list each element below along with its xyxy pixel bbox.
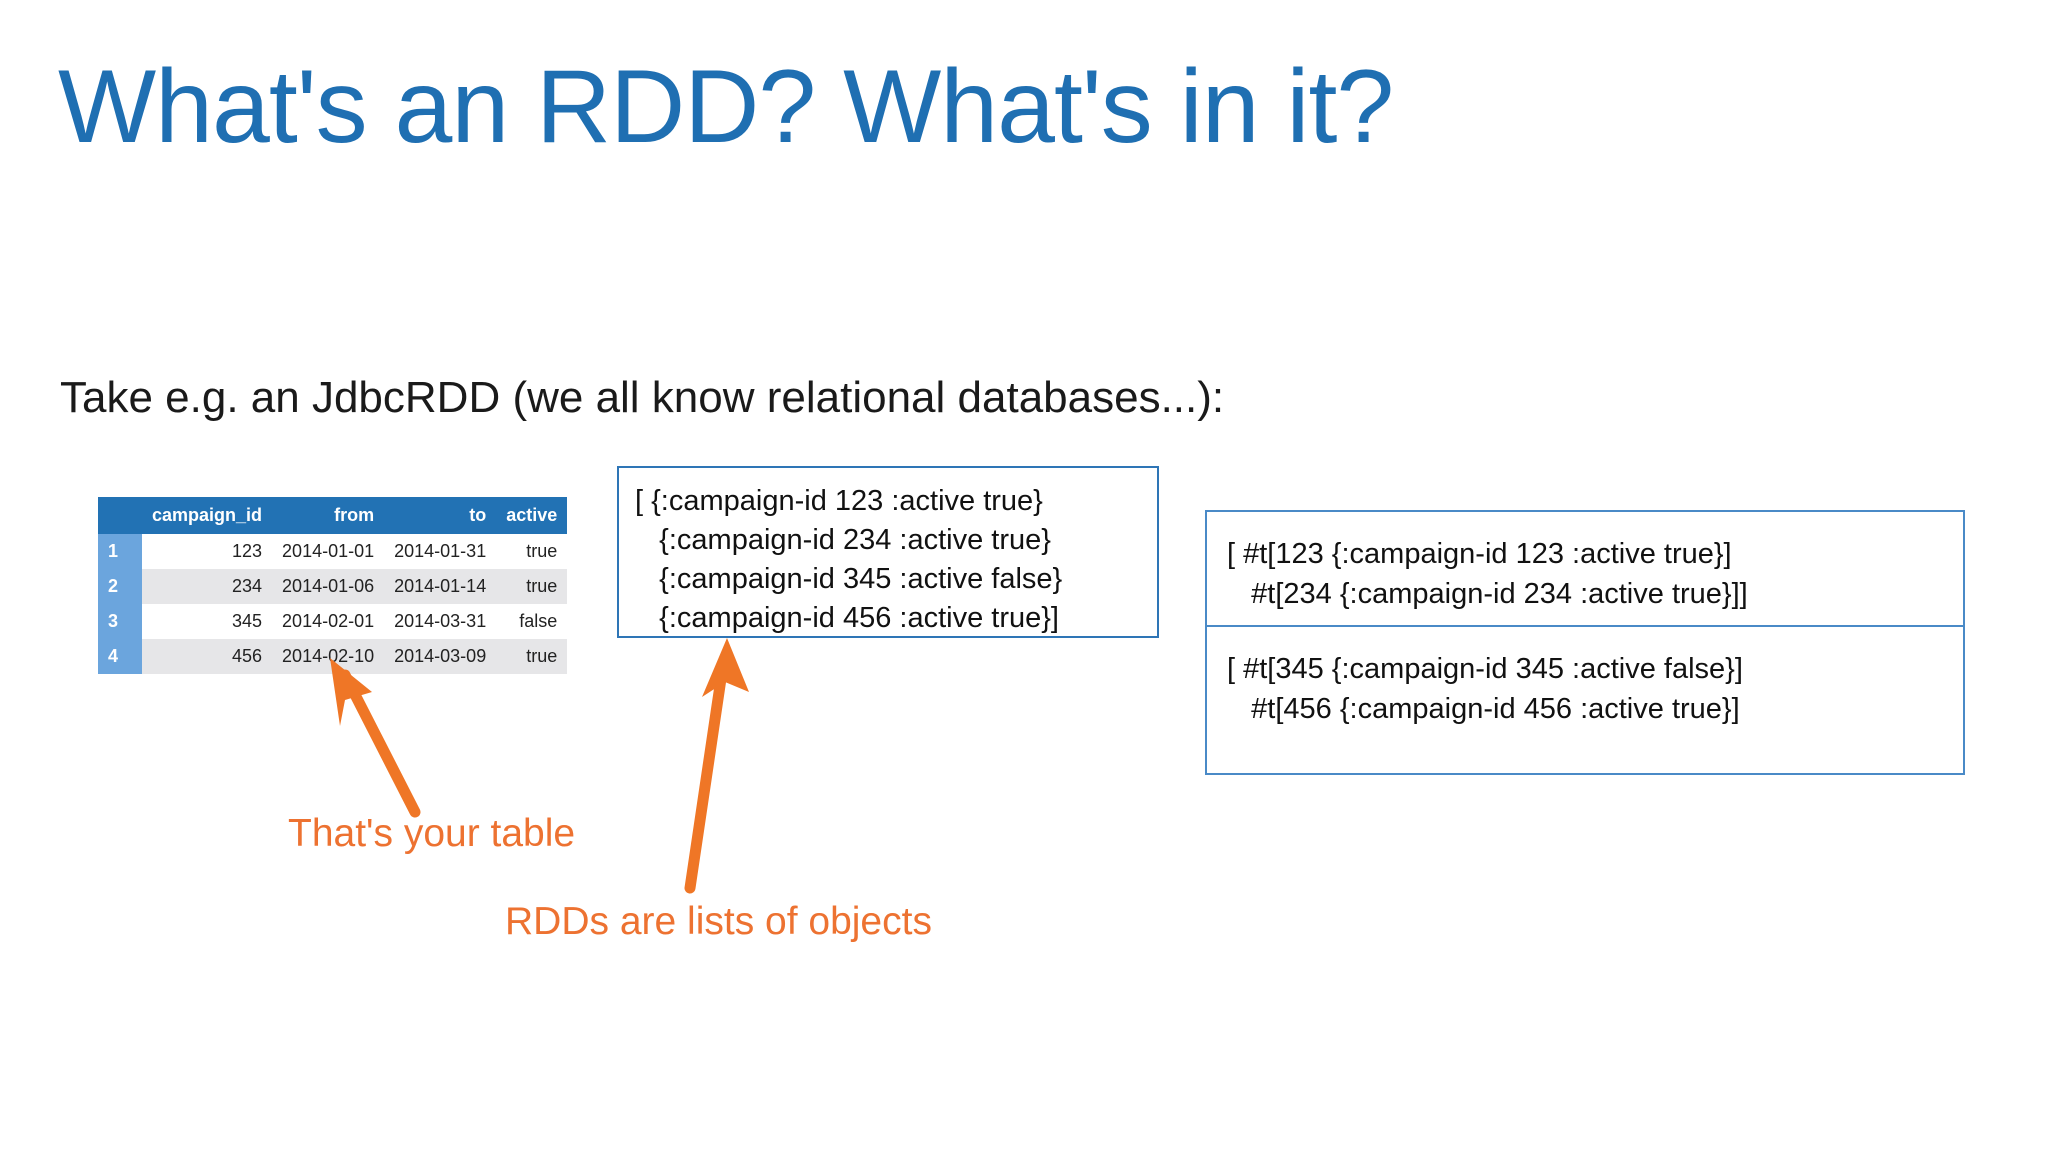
cell-active: true — [496, 534, 568, 569]
partition-2-code-box: [ #t[345 {:campaign-id 345 :active false… — [1205, 625, 1965, 775]
cell-from: 2014-02-10 — [272, 639, 385, 674]
column-header-to: to — [384, 497, 497, 534]
table-row: 4 456 2014-02-10 2014-03-09 true — [98, 639, 568, 674]
cell-to: 2014-03-09 — [384, 639, 497, 674]
column-header-from: from — [272, 497, 385, 534]
cell-active: true — [496, 569, 568, 604]
cell-to: 2014-03-31 — [384, 604, 497, 639]
cell-from: 2014-02-01 — [272, 604, 385, 639]
rdd-code-box: [ {:campaign-id 123 :active true} {:camp… — [617, 466, 1159, 638]
slide-subtitle: Take e.g. an JdbcRDD (we all know relati… — [60, 373, 1225, 422]
cell-campaign-id: 345 — [142, 604, 273, 639]
page-title: What's an RDD? What's in it? — [58, 49, 1394, 165]
row-index: 4 — [98, 639, 143, 674]
cell-from: 2014-01-01 — [272, 534, 385, 569]
table-row: 2 234 2014-01-06 2014-01-14 true — [98, 569, 568, 604]
table-row: 3 345 2014-02-01 2014-03-31 false — [98, 604, 568, 639]
row-index: 3 — [98, 604, 143, 639]
table-body: 1 123 2014-01-01 2014-01-31 true 2 234 2… — [98, 534, 568, 674]
table-header-row: campaign_id from to active — [98, 497, 568, 534]
column-header-active: active — [496, 497, 568, 534]
cell-campaign-id: 234 — [142, 569, 273, 604]
cell-from: 2014-01-06 — [272, 569, 385, 604]
column-header-campaign-id: campaign_id — [142, 497, 273, 534]
arrow-to-table-icon — [330, 658, 421, 818]
cell-campaign-id: 123 — [142, 534, 273, 569]
annotation-thats-your-table: That's your table — [288, 812, 576, 855]
cell-to: 2014-01-31 — [384, 534, 497, 569]
cell-active: false — [496, 604, 568, 639]
arrow-to-rdd-icon — [684, 638, 749, 894]
cell-active: true — [496, 639, 568, 674]
table-header: campaign_id from to active — [98, 497, 568, 534]
cell-campaign-id: 456 — [142, 639, 273, 674]
database-table-figure: campaign_id from to active 1 123 2014-01… — [98, 497, 568, 674]
table-row: 1 123 2014-01-01 2014-01-31 true — [98, 534, 568, 569]
annotation-rdds-are-lists-of-objects: RDDs are lists of objects — [505, 900, 932, 943]
column-header-index — [98, 497, 143, 534]
row-index: 2 — [98, 569, 143, 604]
row-index: 1 — [98, 534, 143, 569]
campaigns-table: campaign_id from to active 1 123 2014-01… — [98, 497, 568, 674]
cell-to: 2014-01-14 — [384, 569, 497, 604]
